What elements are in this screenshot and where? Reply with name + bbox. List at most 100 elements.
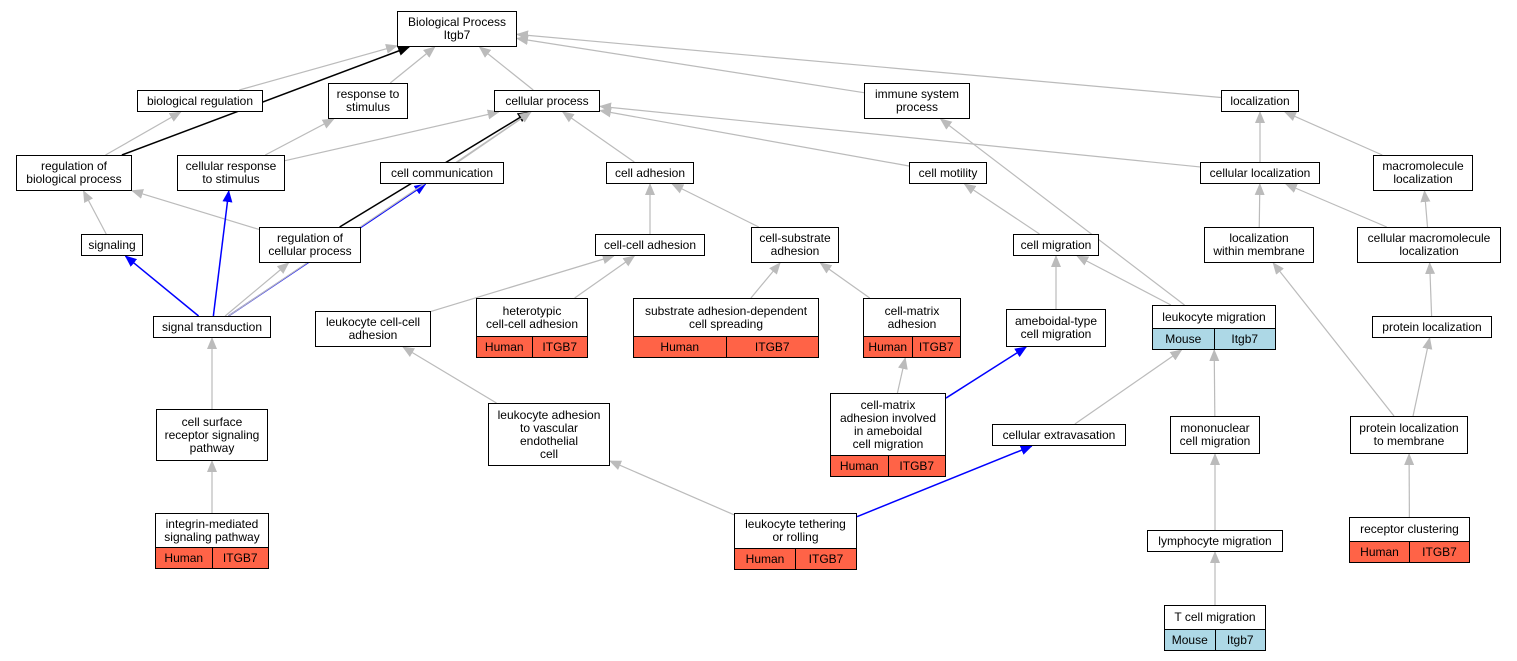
node-mononuclear-cell-migration[interactable]: mononuclear cell migration	[1170, 416, 1260, 454]
edge-signal-transduction-to-signaling	[124, 255, 200, 317]
node-label: cellular macromolecule localization	[1367, 231, 1491, 258]
node-label: cellular localization	[1209, 165, 1311, 180]
gene-tag: ITGB7	[211, 548, 268, 568]
gene-tag: ITGB7	[725, 337, 818, 357]
edge-immune-system-process-to-root	[516, 35, 865, 94]
node-signaling[interactable]: signaling	[81, 234, 143, 256]
node-label: leukocyte migration	[1162, 309, 1266, 324]
node-label: regulation of biological process	[26, 159, 122, 186]
node-label: Biological Process Itgb7	[407, 15, 507, 42]
edge-leukocyte-migration-to-cell-migration	[1076, 255, 1172, 306]
node-label: cellular extravasation	[1002, 427, 1116, 442]
node-label: receptor clustering	[1360, 522, 1459, 536]
edge-localization-to-root	[516, 30, 1222, 99]
node-cellular-response-to-stimulus[interactable]: cellular response to stimulus	[177, 155, 285, 191]
gene-tag: Itgb7	[1214, 630, 1265, 650]
node-cell-surface-receptor-signaling-pathway[interactable]: cell surface receptor signaling pathway	[156, 409, 268, 461]
edge-regulation-bio-process-to-biological-regulation	[105, 111, 182, 156]
edge-substrate-spreading-to-cell-substrate-adhesion	[750, 262, 781, 299]
node-regulation-of-biological-process[interactable]: regulation of biological process	[16, 155, 132, 191]
node-cell-substrate-adhesion[interactable]: cell-substrate adhesion	[751, 227, 839, 263]
node-label: ameboidal-type cell migration	[1014, 314, 1098, 341]
gene-tag: ITGB7	[1409, 542, 1469, 562]
edge-signal-transduction-to-regulation-cell-process	[224, 262, 290, 317]
node-label: cell-cell adhesion	[603, 237, 697, 252]
node-regulation-of-cellular-process[interactable]: regulation of cellular process	[259, 227, 361, 263]
organism-tag: Human	[735, 549, 795, 569]
edge-cell-matrix-ameboidal-to-ameboidal-migration	[945, 346, 1028, 399]
node-cell-adhesion[interactable]: cell adhesion	[606, 162, 694, 184]
edge-cellular-response-to-response-to-stimulus	[264, 118, 335, 156]
edge-leukocyte-tethering-to-cellular-extravasation	[856, 445, 1033, 518]
node-label: lymphocyte migration	[1158, 533, 1272, 548]
node-cell-migration[interactable]: cell migration	[1013, 234, 1099, 256]
node-substrate-adhesion-dependent-cell-spreading[interactable]: substrate adhesion-dependent cell spread…	[633, 298, 819, 358]
edge-protein-localization-membrane-to-protein-localization	[1412, 337, 1433, 417]
node-lymphocyte-migration[interactable]: lymphocyte migration	[1147, 530, 1283, 552]
node-label: leukocyte tethering or rolling	[745, 517, 846, 544]
node-label: cell migration	[1020, 237, 1092, 252]
edge-cell-adhesion-to-cellular-process	[561, 111, 635, 163]
node-cellular-process[interactable]: cellular process	[494, 90, 600, 112]
node-label: cell surface receptor signaling pathway	[164, 414, 260, 455]
node-label: cell communication	[390, 165, 494, 180]
gene-tag: ITGB7	[887, 456, 945, 476]
node-macromolecule-localization[interactable]: macromolecule localization	[1373, 155, 1473, 191]
edge-mononuclear-migration-to-leukocyte-migration	[1209, 349, 1220, 417]
node-root-biological-process[interactable]: Biological Process Itgb7	[397, 11, 517, 47]
organism-tag: Human	[1350, 542, 1409, 562]
node-label: cellular response to stimulus	[185, 159, 277, 186]
edge-leukocyte-adhesion-vascular-to-leukocyte-cell-cell-adhesion	[402, 346, 497, 404]
node-cellular-localization[interactable]: cellular localization	[1200, 162, 1320, 184]
node-label: localization within membrane	[1213, 231, 1305, 258]
node-response-to-stimulus[interactable]: response to stimulus	[328, 83, 408, 119]
node-label: regulation of cellular process	[268, 231, 352, 258]
edge-heterotypic-adhesion-to-cell-cell-adhesion	[574, 255, 636, 299]
node-cell-communication[interactable]: cell communication	[380, 162, 504, 184]
edge-response-to-stimulus-to-root	[389, 46, 436, 84]
node-cellular-extravasation[interactable]: cellular extravasation	[992, 424, 1126, 446]
edge-biological-regulation-to-root	[239, 43, 398, 91]
node-immune-system-process[interactable]: immune system process	[864, 83, 970, 119]
node-cell-cell-adhesion[interactable]: cell-cell adhesion	[595, 234, 705, 256]
node-cell-matrix-adhesion-in-ameboidal-migration[interactable]: cell-matrix adhesion involved in ameboid…	[830, 393, 946, 477]
edge-regulation-cell-process-to-regulation-bio-process	[131, 189, 260, 231]
edge-cell-motility-to-cellular-process	[599, 107, 910, 167]
node-localization[interactable]: localization	[1221, 90, 1299, 112]
node-label: cell adhesion	[614, 165, 686, 180]
node-label: macromolecule localization	[1382, 159, 1464, 186]
node-localization-within-membrane[interactable]: localization within membrane	[1204, 227, 1314, 263]
edge-cellular-localization-to-cellular-process	[599, 102, 1201, 168]
node-leukocyte-adhesion-to-vascular-endothelial-cell[interactable]: leukocyte adhesion to vascular endotheli…	[488, 403, 610, 466]
node-ameboidal-type-cell-migration[interactable]: ameboidal-type cell migration	[1006, 309, 1106, 347]
node-label: immune system process	[874, 87, 960, 114]
node-leukocyte-cell-cell-adhesion[interactable]: leukocyte cell-cell adhesion	[315, 311, 431, 347]
node-label: signal transduction	[161, 319, 263, 334]
node-protein-localization-to-membrane[interactable]: protein localization to membrane	[1350, 416, 1468, 454]
node-integrin-mediated-signaling-pathway[interactable]: integrin-mediated signaling pathway Huma…	[155, 513, 269, 569]
node-protein-localization[interactable]: protein localization	[1372, 316, 1492, 338]
node-signal-transduction[interactable]: signal transduction	[153, 316, 271, 338]
edge-cellular-response-to-cellular-process	[284, 109, 500, 162]
node-label: cell-matrix adhesion	[884, 303, 940, 331]
node-label: cell motility	[918, 165, 978, 180]
gene-tag: ITGB7	[531, 337, 587, 357]
gene-tag: Itgb7	[1213, 329, 1275, 349]
edge-protein-localization-to-cellular-macromolecule-localization	[1425, 262, 1436, 317]
node-cell-motility[interactable]: cell motility	[909, 162, 987, 184]
node-cellular-macromolecule-localization[interactable]: cellular macromolecule localization	[1357, 227, 1501, 263]
node-biological-regulation[interactable]: biological regulation	[137, 90, 263, 112]
edge-leukocyte-cell-cell-adhesion-to-cell-cell-adhesion	[430, 254, 615, 312]
edge-cell-migration-to-cell-motility	[963, 183, 1040, 235]
node-label: T cell migration	[1174, 610, 1256, 624]
